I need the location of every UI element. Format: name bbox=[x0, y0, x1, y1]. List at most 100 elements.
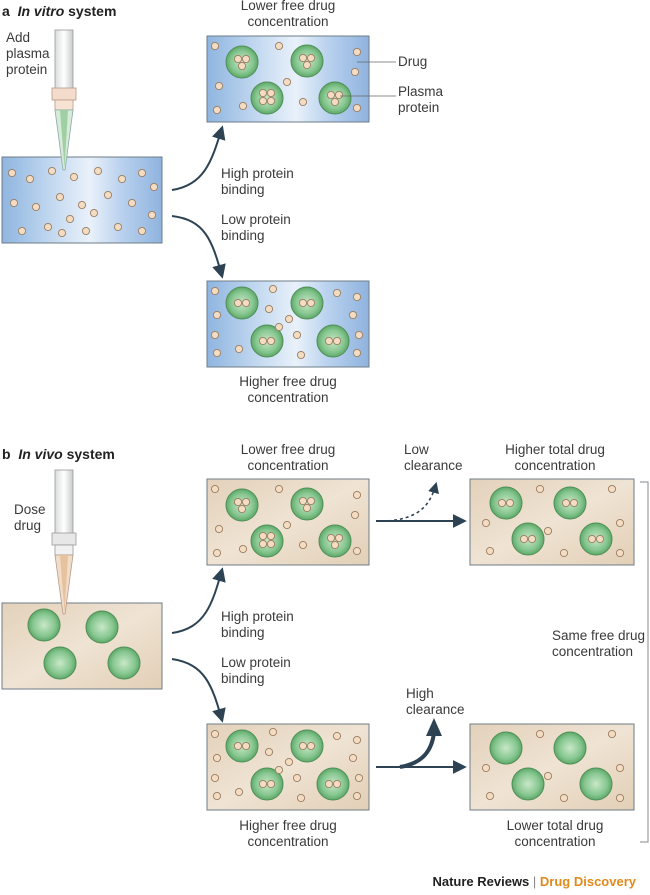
drug-dot bbox=[352, 735, 362, 745]
plasma-protein bbox=[43, 646, 77, 680]
bound-drug-dot bbox=[266, 88, 276, 98]
legend-protein-line-2: protein bbox=[398, 100, 440, 115]
a-bottom-line-1: Higher free drug bbox=[239, 374, 337, 389]
drug-dot bbox=[17, 226, 27, 236]
in-vivo-high-binding-box bbox=[206, 478, 370, 566]
footer-separator: | bbox=[529, 874, 540, 889]
right-bottom-line-1: Lower total drug bbox=[506, 818, 604, 833]
bound-drug-dot bbox=[561, 498, 571, 508]
add-line-3: protein bbox=[6, 62, 48, 77]
drug-dot bbox=[298, 540, 308, 550]
bound-drug-dot bbox=[258, 336, 268, 346]
drug-dot bbox=[615, 548, 625, 558]
drug-dot bbox=[210, 729, 220, 739]
bound-drug-dot bbox=[298, 496, 308, 506]
drug-dot bbox=[481, 518, 491, 528]
drug-dot bbox=[352, 546, 362, 556]
drug-dot bbox=[43, 222, 53, 232]
drug-dot bbox=[149, 182, 159, 192]
lower-total-box bbox=[469, 723, 635, 811]
drug-dot bbox=[284, 757, 294, 767]
drug-dot bbox=[354, 773, 364, 783]
drug-dot bbox=[354, 330, 364, 340]
drug-dot bbox=[615, 518, 625, 528]
bound-drug-dot bbox=[330, 540, 340, 550]
drug-dot bbox=[210, 286, 220, 296]
drug-dot bbox=[481, 763, 491, 773]
drug-dot bbox=[274, 322, 284, 332]
bound-drug-dot bbox=[266, 779, 276, 789]
arrow-high-binding-a bbox=[171, 125, 226, 191]
bound-drug-dot bbox=[237, 61, 247, 71]
b-bottom-line-2: concentration bbox=[247, 834, 329, 849]
b-low-binding-line-2: binding bbox=[221, 671, 265, 686]
drug-dot bbox=[535, 484, 545, 494]
bound-drug-dot bbox=[266, 96, 276, 106]
arrow-low-binding-a bbox=[171, 215, 226, 279]
bound-drug-dot bbox=[258, 539, 268, 549]
bound-drug-dot bbox=[334, 90, 344, 100]
bound-drug-dot bbox=[298, 53, 308, 63]
bound-drug-dot bbox=[258, 531, 268, 541]
bound-drug-dot bbox=[306, 741, 316, 751]
drug-dot bbox=[282, 520, 292, 530]
bound-drug-dot bbox=[241, 298, 251, 308]
drug-dot bbox=[210, 41, 220, 51]
drug-dot bbox=[352, 47, 362, 57]
right-top-line-2: concentration bbox=[514, 458, 596, 473]
drug-dot bbox=[607, 729, 617, 739]
add-line-2: plasma bbox=[6, 46, 50, 61]
panel-b-letter: b bbox=[2, 446, 11, 462]
panel-b-title-italic: In vivo bbox=[18, 446, 63, 462]
legend-drug-label: Drug bbox=[398, 54, 428, 69]
bound-drug-dot bbox=[306, 298, 316, 308]
low-clearance-line-1: Low bbox=[404, 442, 429, 457]
low-clearance-line-2: clearance bbox=[404, 458, 463, 473]
plasma-protein bbox=[579, 767, 613, 801]
drug-dot bbox=[352, 348, 362, 358]
bound-drug-dot bbox=[326, 533, 336, 543]
panel-b-title-rest: system bbox=[62, 446, 115, 462]
drug-dot bbox=[559, 793, 569, 803]
b-top-concentration-label: Lower free drug concentration bbox=[218, 442, 358, 474]
bound-drug-dot bbox=[302, 60, 312, 70]
drug-dot bbox=[352, 103, 362, 113]
add-line-1: Add bbox=[6, 30, 31, 45]
bound-drug-dot bbox=[266, 531, 276, 541]
bound-drug-dot bbox=[326, 90, 336, 100]
bound-drug-dot bbox=[233, 54, 243, 64]
drug-dot bbox=[332, 731, 342, 741]
drug-dot bbox=[348, 753, 358, 763]
bound-drug-dot bbox=[298, 298, 308, 308]
drug-dot bbox=[274, 41, 284, 51]
drug-dot bbox=[77, 200, 87, 210]
in-vitro-high-binding-box bbox=[206, 35, 370, 123]
panel-a-title-rest: system bbox=[64, 3, 117, 19]
in-vitro-source-box bbox=[1, 156, 163, 244]
in-vivo-low-binding-box bbox=[206, 723, 370, 811]
drug-dot bbox=[81, 226, 91, 236]
bound-drug-dot bbox=[332, 779, 342, 789]
drug-dot bbox=[350, 510, 360, 520]
bound-drug-dot bbox=[334, 533, 344, 543]
drug-dot bbox=[147, 210, 157, 220]
drug-dot bbox=[212, 348, 222, 358]
footer-credit: Nature Reviews | Drug Discovery bbox=[432, 874, 636, 889]
drug-dot bbox=[65, 214, 75, 224]
in-vivo-source-box bbox=[1, 602, 163, 690]
bound-drug-dot bbox=[258, 779, 268, 789]
panel-b-title: b In vivo system bbox=[2, 446, 115, 462]
a-high-binding-line-1: High protein bbox=[221, 166, 294, 181]
drug-dot bbox=[264, 304, 274, 314]
bound-drug-dot bbox=[569, 498, 579, 508]
plasma-protein bbox=[553, 731, 587, 765]
drug-dot bbox=[9, 198, 19, 208]
drug-dot bbox=[238, 544, 248, 554]
bound-drug-dot bbox=[241, 741, 251, 751]
bound-drug-dot bbox=[324, 779, 334, 789]
pipette-dose bbox=[51, 469, 77, 615]
drug-dot bbox=[212, 791, 222, 801]
drug-dot bbox=[117, 174, 127, 184]
same-free-line-2: concentration bbox=[552, 644, 634, 659]
plasma-protein bbox=[250, 81, 284, 115]
